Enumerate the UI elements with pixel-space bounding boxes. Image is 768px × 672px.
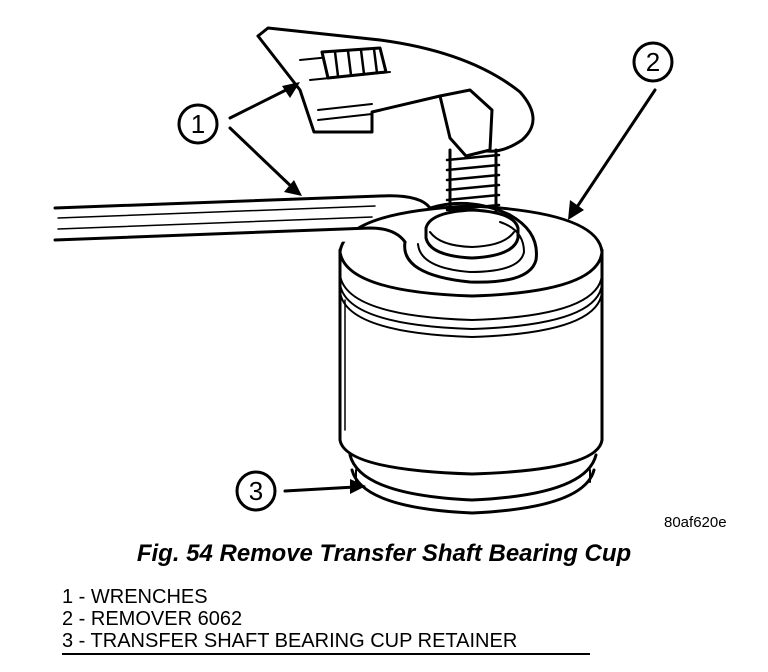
- legend-item: 2 - REMOVER 6062: [62, 608, 243, 630]
- leader-1a: [228, 86, 292, 120]
- callout-circle-3: [235, 470, 277, 512]
- threaded-bolt: [424, 148, 520, 260]
- image-id: 80af620e: [664, 514, 727, 531]
- arrowhead-1a: [282, 82, 300, 98]
- legend: 1 - WRENCHES 2 - REMOVER 6062 3 - TRANSF…: [62, 587, 590, 655]
- arrowhead-3: [350, 479, 366, 494]
- callout-circle-2: [632, 41, 674, 83]
- arrowhead-1b: [284, 180, 302, 196]
- technical-illustration: 1 2 3: [53, 26, 674, 515]
- callout-2-label: 2: [646, 47, 660, 77]
- legend-item: 3 - TRANSFER SHAFT BEARING CUP RETAINER: [62, 631, 590, 655]
- bearing-cup-retainer: [348, 453, 598, 515]
- box-end-wrench: [53, 194, 538, 284]
- leader-2: [573, 88, 657, 212]
- callout-3-label: 3: [249, 476, 263, 506]
- legend-item: 1 - WRENCHES: [62, 586, 208, 608]
- callout-1-label: 1: [191, 109, 205, 139]
- adjustable-wrench: [256, 26, 535, 158]
- arrowhead-2: [568, 200, 584, 220]
- callout-circle-1: [177, 103, 219, 145]
- leader-1b: [228, 126, 297, 192]
- figure-caption: Fig. 54 Remove Transfer Shaft Bearing Cu…: [136, 540, 632, 567]
- leader-3: [283, 485, 357, 493]
